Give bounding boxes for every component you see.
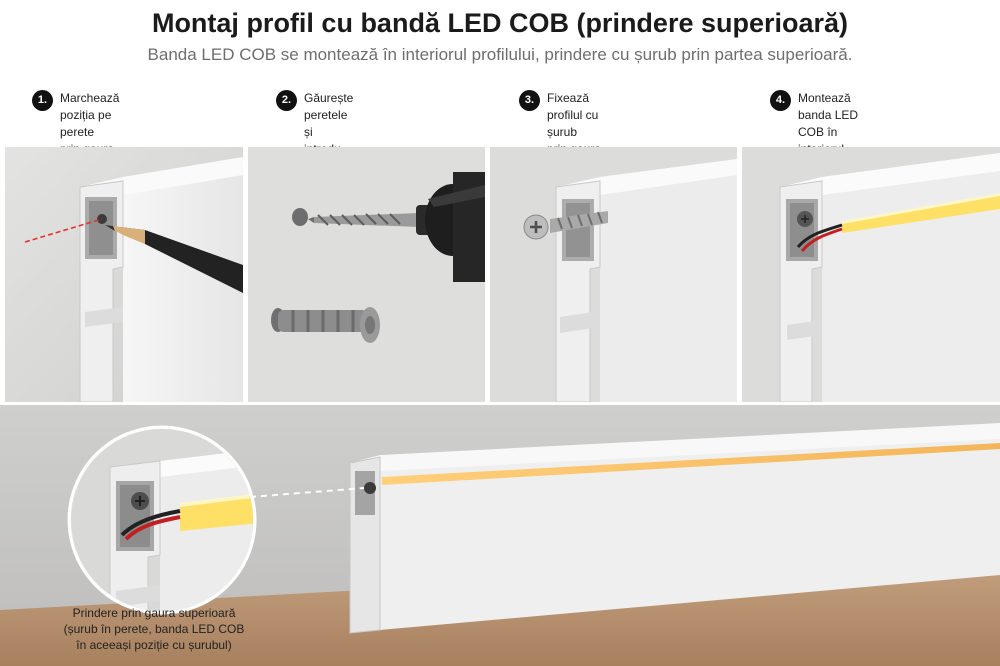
- page-title: Montaj profil cu bandă LED COB (prindere…: [151, 8, 849, 38]
- step-3-number: 3.: [519, 90, 540, 111]
- detail-connector-line: [249, 487, 365, 498]
- drill-icon: [416, 172, 485, 282]
- step-2-illustration: [248, 147, 485, 402]
- page-subtitle: Banda LED COB se montează în interiorul …: [147, 45, 853, 64]
- step-3-illustration: [490, 147, 737, 402]
- drill-bit-icon: [308, 213, 420, 227]
- detail-caption: Prindere prin gaura superioară (șurub în…: [63, 606, 245, 652]
- led-glow: [382, 443, 1000, 485]
- screw-head-icon: [364, 482, 376, 494]
- step-1-number: 1.: [32, 90, 53, 111]
- wall-plug-icon: [271, 307, 380, 343]
- step-2-number: 2.: [276, 90, 297, 111]
- led-strip: [842, 195, 1000, 233]
- pencil-icon: [105, 225, 243, 293]
- installed-profile-scene: [0, 405, 1000, 666]
- baseboard-profile: [380, 435, 1000, 630]
- step-1-illustration: [5, 147, 243, 402]
- step-4-illustration: [742, 147, 1000, 402]
- marker-line: [24, 218, 103, 243]
- detail-magnifier: [67, 425, 257, 615]
- screw-icon: [523, 211, 608, 240]
- step-4-number: 4.: [770, 90, 791, 111]
